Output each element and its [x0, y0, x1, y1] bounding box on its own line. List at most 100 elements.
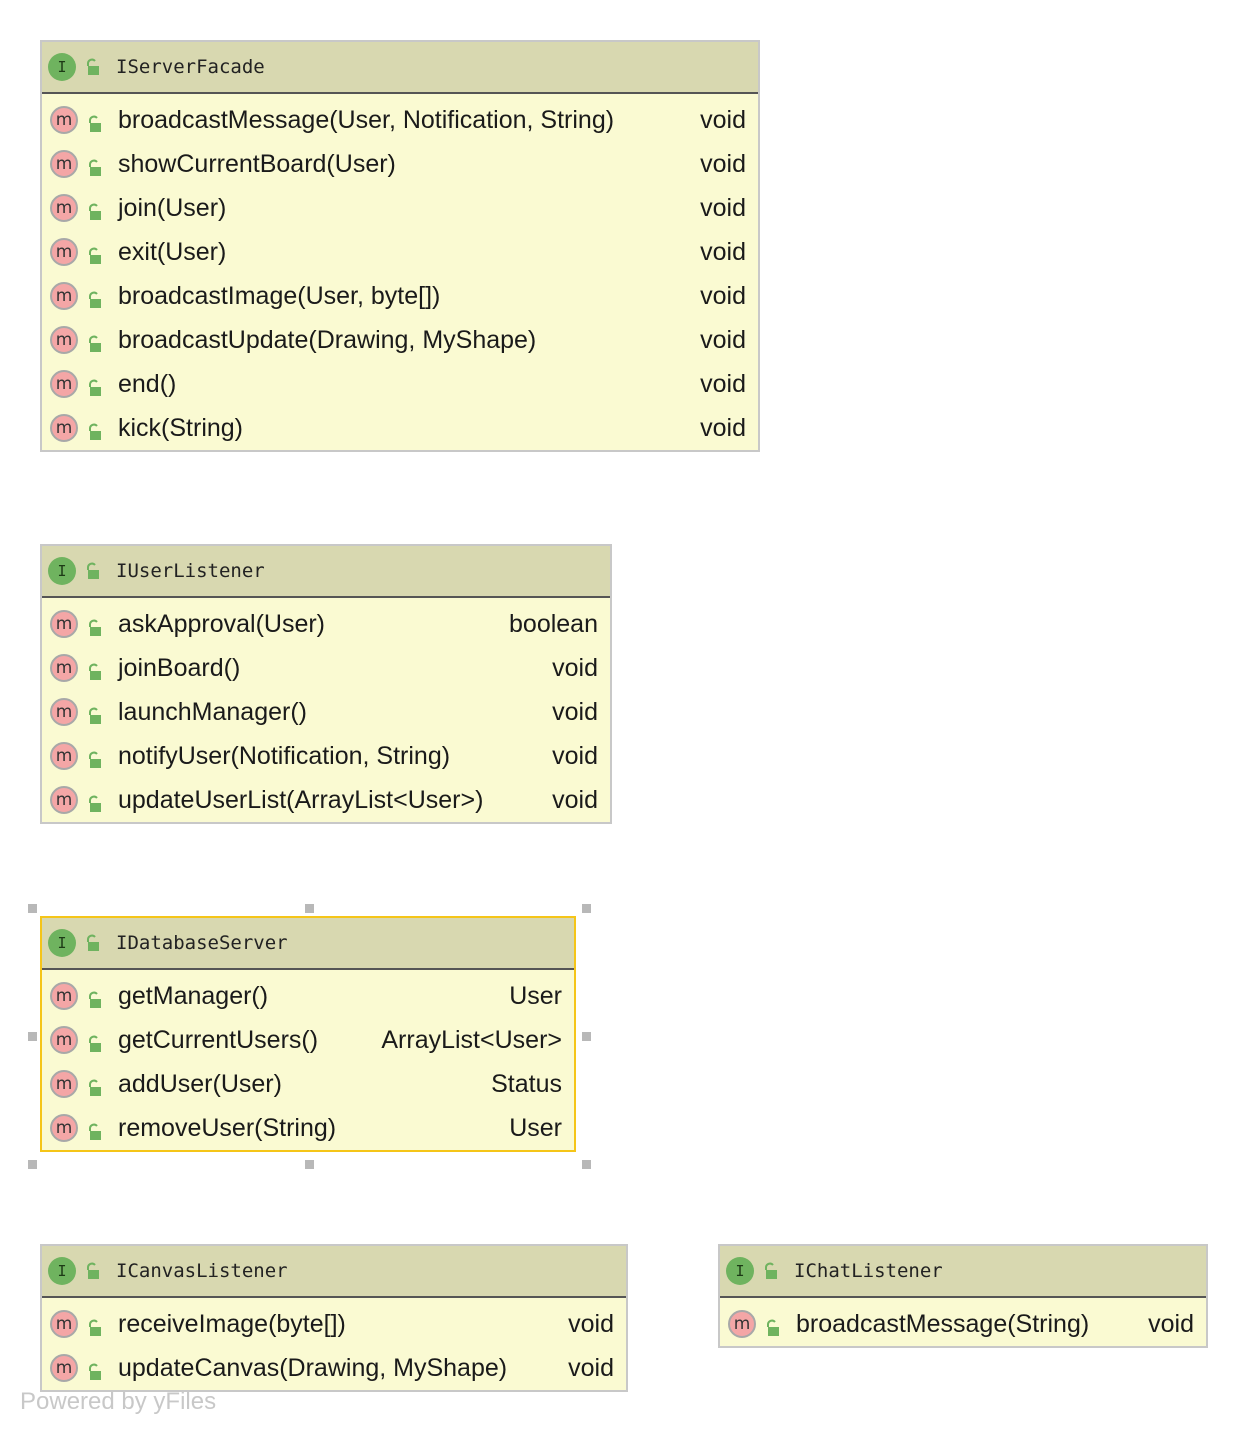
method-icon: m — [728, 1310, 756, 1338]
public-visibility-icon — [86, 243, 104, 264]
return-type: void — [700, 105, 746, 134]
return-type: boolean — [509, 609, 598, 638]
node-header[interactable]: I IChatListener — [720, 1246, 1206, 1298]
public-visibility-icon — [86, 419, 104, 440]
interface-node-iserverfacade[interactable]: I IServerFacade m broadcastMessage(User, No… — [40, 40, 760, 452]
method-signature: exit(User) — [118, 237, 227, 266]
interface-icon: I — [48, 53, 76, 81]
method-row[interactable]: m broadcastMessage(String) void — [720, 1302, 1206, 1346]
method-signature: askApproval(User) — [118, 609, 326, 638]
method-icon: m — [50, 282, 78, 310]
method-signature: getCurrentUsers() — [118, 1025, 319, 1054]
interface-name: IUserListener — [116, 560, 265, 582]
public-visibility-icon — [762, 1262, 780, 1280]
public-visibility-icon — [86, 659, 104, 680]
method-signature: join(User) — [118, 193, 227, 222]
method-icon: m — [50, 238, 78, 266]
public-visibility-icon — [86, 1315, 104, 1336]
public-visibility-icon — [86, 703, 104, 724]
selection-handle[interactable] — [305, 904, 314, 913]
public-visibility-icon — [84, 58, 102, 76]
method-icon: m — [50, 414, 78, 442]
selection-handle[interactable] — [28, 904, 37, 913]
method-signature: kick(String) — [118, 413, 244, 442]
method-row[interactable]: m broadcastMessage(User, Notification, St… — [42, 98, 758, 142]
method-signature: notifyUser(Notification, String) — [118, 741, 451, 770]
public-visibility-icon — [84, 934, 102, 952]
selection-handle[interactable] — [28, 1032, 37, 1041]
interface-name: IDatabaseServer — [116, 932, 288, 954]
return-type: void — [552, 653, 598, 682]
method-row[interactable]: m receiveImage(byte[]) void — [42, 1302, 626, 1346]
method-icon: m — [50, 698, 78, 726]
public-visibility-icon — [86, 287, 104, 308]
method-row[interactable]: m launchManager() void — [42, 690, 610, 734]
return-type: void — [568, 1353, 614, 1382]
method-row[interactable]: m join(User) void — [42, 186, 758, 230]
selection-handle[interactable] — [582, 1160, 591, 1169]
method-row[interactable]: m askApproval(User) boolean — [42, 602, 610, 646]
return-type: void — [700, 193, 746, 222]
yfiles-watermark: Powered by yFiles — [20, 1388, 217, 1415]
public-visibility-icon — [86, 375, 104, 396]
interface-node-ichatlistener[interactable]: I IChatListener m broadcastMessage(String) v… — [718, 1244, 1208, 1348]
interface-icon: I — [726, 1257, 754, 1285]
method-signature: receiveImage(byte[]) — [118, 1309, 346, 1338]
public-visibility-icon — [86, 791, 104, 812]
method-icon: m — [50, 1354, 78, 1382]
method-icon: m — [50, 150, 78, 178]
method-icon: m — [50, 106, 78, 134]
node-header[interactable]: I IUserListener — [42, 546, 610, 598]
method-signature: joinBoard() — [118, 653, 241, 682]
method-signature: broadcastMessage(String) — [796, 1309, 1090, 1338]
method-icon: m — [50, 194, 78, 222]
public-visibility-icon — [84, 1262, 102, 1280]
return-type: void — [700, 369, 746, 398]
public-visibility-icon — [86, 155, 104, 176]
return-type: void — [700, 237, 746, 266]
public-visibility-icon — [764, 1315, 782, 1336]
method-signature: broadcastMessage(User, Notification, Str… — [118, 105, 615, 134]
interface-icon: I — [48, 557, 76, 585]
interface-name: IServerFacade — [116, 56, 265, 78]
selection-handle[interactable] — [305, 1160, 314, 1169]
return-type: void — [700, 325, 746, 354]
method-row[interactable]: m exit(User) void — [42, 230, 758, 274]
return-type: void — [1148, 1309, 1194, 1338]
selection-handle[interactable] — [28, 1160, 37, 1169]
return-type: void — [568, 1309, 614, 1338]
method-icon: m — [50, 1114, 78, 1142]
method-icon: m — [50, 1310, 78, 1338]
node-header[interactable]: I IServerFacade — [42, 42, 758, 94]
method-icon: m — [50, 1026, 78, 1054]
public-visibility-icon — [86, 199, 104, 220]
method-icon: m — [50, 610, 78, 638]
selection-handle[interactable] — [582, 904, 591, 913]
public-visibility-icon — [86, 615, 104, 636]
return-type: void — [552, 697, 598, 726]
method-signature: updateUserList(ArrayList<User>) — [118, 785, 484, 814]
method-signature: broadcastImage(User, byte[]) — [118, 281, 441, 310]
method-signature: launchManager() — [118, 697, 307, 726]
selection-handle[interactable] — [582, 1032, 591, 1041]
method-signature: addUser(User) — [118, 1069, 282, 1098]
interface-name: IChatListener — [794, 1260, 943, 1282]
